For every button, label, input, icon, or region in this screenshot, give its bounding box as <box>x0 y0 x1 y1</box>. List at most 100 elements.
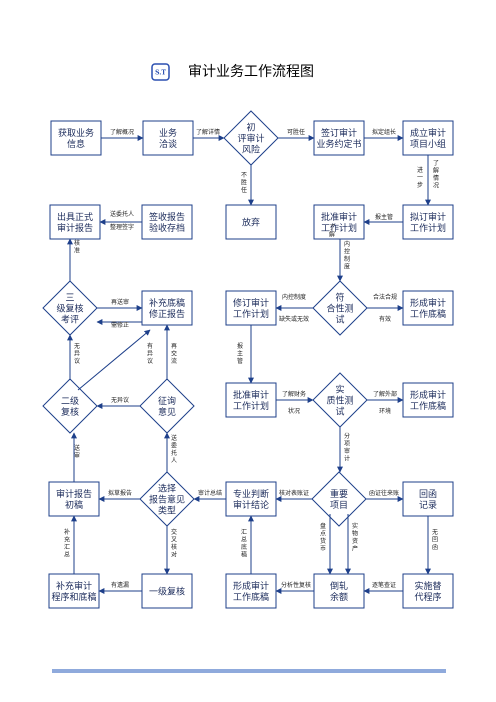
node-label-qianshou-1: 验收存档 <box>149 222 185 234</box>
edge-label-songweituoren-3: 人 <box>171 458 177 465</box>
node-label-yiji-0: 一级复核 <box>149 586 185 598</box>
edge-label-youxiao: 有效 <box>379 315 391 323</box>
node-label-shishi-0: 实施替 <box>414 580 441 592</box>
edge-label-shiwu-2: 资 <box>352 537 358 545</box>
edge-label-baozhuguan: 报主管 <box>375 213 393 221</box>
node-label-chugao-1: 初稿 <box>65 499 83 511</box>
edge-label-buchong_huizong-0: 补 <box>64 528 70 536</box>
edge-label-baozhuguan2-1: 主 <box>237 350 243 358</box>
edge-label-zaijiaoliu-2: 流 <box>171 357 177 365</box>
page-title: 审计业务工作流程图 <box>188 64 314 80</box>
edge-label-hedui: 核对表账证 <box>279 489 309 497</box>
edge-label-fenxiang-3: 计 <box>344 455 350 463</box>
node-label-chuju-1: 审计报告 <box>57 222 93 234</box>
edge-label-jiaoyi-1: 叉 <box>171 537 177 544</box>
node-label-erji-0: 二级 <box>61 395 79 407</box>
edge-label-buchong_huizong-2: 汇 <box>64 543 70 551</box>
edge-label-fenxiang-2: 审 <box>344 447 350 455</box>
node-label-zhengxun-1: 意见 <box>158 406 176 418</box>
node-label-shishi-1: 代程序 <box>414 591 441 603</box>
node-label-niding-0: 拟订审计 <box>410 211 446 223</box>
edge-label-shiwu-3: 产 <box>352 545 358 553</box>
edge-label-songweituoren-2: 托 <box>171 449 177 457</box>
node-label-xingcheng1-0: 形成审计 <box>410 297 446 309</box>
edge-label-liaojie_xq: 了解详情 <box>196 128 220 136</box>
edge-label-bushengren-2: 任 <box>241 186 247 194</box>
node-label-chengli-1: 项目小组 <box>410 138 446 150</box>
edge-label-liaojie_qk-2: 情 <box>433 174 439 182</box>
edge-label-liaojie_cw: 了解财务 <box>282 390 306 398</box>
node-label-pizhun2-1: 工作计划 <box>233 400 269 412</box>
edge-label-shiwu-0: 实 <box>352 522 358 530</box>
edge-label-jinyibu-0: 进 <box>417 166 423 174</box>
node-label-xingcheng2-0: 形成审计 <box>410 389 446 401</box>
node-label-zhongyao-0: 重要 <box>330 488 348 500</box>
edge-label-zaixiuzheng: 需修正 <box>111 321 129 329</box>
node-label-xingcheng3-1: 工作底稿 <box>233 591 269 603</box>
edge-label-liaojie_qk-0: 了 <box>433 160 439 167</box>
edge-label-wuyiyi-2: 议 <box>74 357 80 365</box>
edge-label-liaojie2-0: 了 <box>329 224 335 231</box>
edge-label-hanzheng: 函证往来账 <box>369 489 399 497</box>
edge-label-huizong-1: 总 <box>241 536 247 544</box>
logo: S.T <box>151 63 170 81</box>
edge-label-huizong-0: 汇 <box>241 528 247 536</box>
edge-label-wuhuihan-1: 回 <box>432 537 438 544</box>
edge-label-huizong-2: 底 <box>241 543 247 551</box>
node-label-xiuding-0: 修订审计 <box>233 297 269 309</box>
edge-label-liaojie: 了解概况 <box>110 128 134 136</box>
node-fangqi: 放弃 <box>225 204 277 240</box>
edge-label-bushengren-0: 不 <box>241 172 247 179</box>
edge-label-buchong_huizong-1: 充 <box>64 536 70 544</box>
footer-bar <box>52 669 446 673</box>
node-label-yewu-1: 洽谈 <box>159 138 177 150</box>
edge-label-bushengren-1: 胜 <box>241 179 247 187</box>
node-label-daozha-0: 倒轧 <box>330 580 348 592</box>
node-label-qianshou-0: 签收报告 <box>149 211 185 223</box>
edge-label-youyiyi2-2: 议 <box>147 357 153 365</box>
edge-label-youyiyi2-1: 异 <box>147 351 153 358</box>
edge-label-huizong-3: 稿 <box>241 551 247 559</box>
node-label-xuanze-1: 报告意见 <box>149 494 185 506</box>
node-label-pizhun2-0: 批准审计 <box>233 389 269 401</box>
edge-label-zaijiaoliu-0: 再 <box>171 343 177 350</box>
node-label-xuanze-0: 选择 <box>158 483 176 495</box>
edge-label-wuhuihan-2: 函 <box>432 543 438 551</box>
edge-label-hezhun-0: 核 <box>74 239 80 247</box>
node-label-sanji-0: 三 <box>65 294 74 304</box>
edge-label-nibao: 拟草报告 <box>108 489 132 497</box>
node-label-erji-1: 复核 <box>61 406 79 418</box>
edge-label-zaisong: 再送审 <box>111 298 129 306</box>
node-label-sanji-1: 级复核 <box>56 303 83 315</box>
node-label-shizhi-2: 试 <box>335 406 344 418</box>
node-label-zhuanye-1: 审计结论 <box>233 499 269 511</box>
node-label-buchong-0: 补充底稿 <box>149 297 185 309</box>
edge-label-jiaoyi-2: 核 <box>171 543 177 551</box>
edge-label-liaojie_wb: 了解外部 <box>373 390 397 398</box>
edge-label-songweituoren-0: 送 <box>171 434 177 442</box>
node-label-xingcheng1-1: 工作底稿 <box>410 308 446 320</box>
edge-label-wuyiyi-1: 异 <box>74 351 80 358</box>
edge-label-zhengli: 整理签字 <box>110 223 134 231</box>
node-label-daozha-1: 余额 <box>330 591 348 603</box>
edge-label-hezhun-1: 准 <box>74 247 80 255</box>
node-label-chengli-0: 成立审计 <box>410 127 446 139</box>
edge-label-baozhuguan2-0: 报 <box>237 342 243 350</box>
